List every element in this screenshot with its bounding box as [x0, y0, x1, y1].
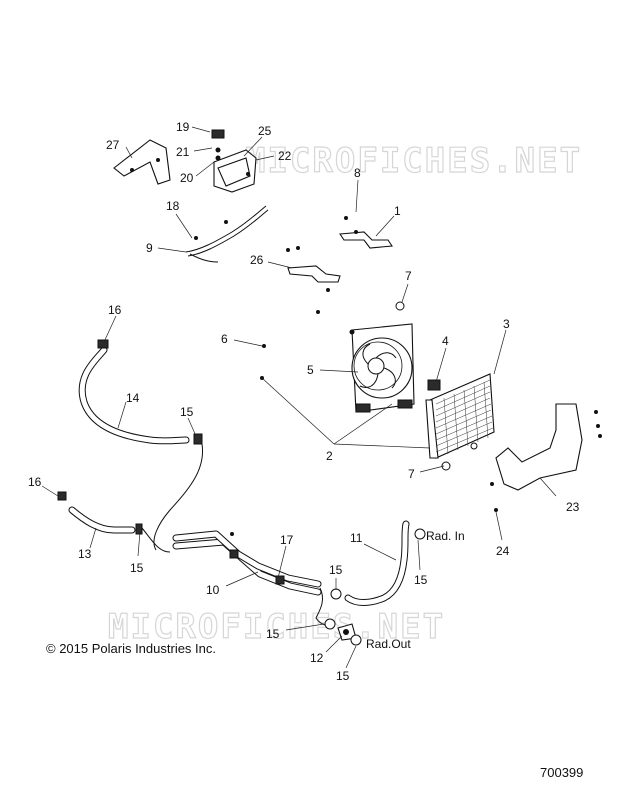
callout-16-bottom: 16	[28, 475, 42, 489]
callout-15-f: 15	[336, 669, 350, 683]
callout-15-a: 15	[180, 405, 194, 419]
clamp-16b	[57, 491, 67, 501]
callout-7-top: 7	[405, 269, 412, 283]
rad-out-label: Rad.Out	[366, 637, 411, 651]
callout-7-bottom: 7	[408, 467, 415, 481]
callout-11: 11	[350, 531, 363, 545]
screw-a	[316, 310, 320, 314]
callouts: 27 19 21 20 25 22 18 9 8 1 26 7 6 5 4 3 …	[28, 120, 580, 683]
copyright-notice: © 2015 Polaris Industries Inc.	[46, 641, 216, 656]
callout-16-top: 16	[108, 303, 122, 317]
bracket-27	[113, 139, 171, 185]
bracket-26	[286, 246, 341, 292]
hose-14	[78, 346, 190, 445]
pipe-10	[172, 530, 322, 596]
callout-26: 26	[250, 253, 264, 267]
leader-lines	[41, 126, 557, 669]
figure-number: 700399	[540, 765, 584, 780]
clamp-15e	[350, 634, 362, 646]
callout-15-c: 15	[329, 563, 343, 577]
callout-21: 21	[176, 145, 190, 159]
watermark-top: MICROFICHES.NET	[245, 141, 582, 181]
callout-24: 24	[496, 544, 510, 558]
radiator-3	[425, 373, 495, 459]
line-13-10	[141, 527, 171, 553]
nut-7b	[441, 461, 451, 471]
callout-19: 19	[176, 120, 190, 134]
deflector-23	[490, 403, 602, 512]
callout-9: 9	[146, 241, 153, 255]
clamp-15a	[193, 433, 203, 445]
clamp-15b	[135, 523, 143, 535]
callout-20: 20	[180, 171, 194, 185]
callout-8: 8	[354, 166, 361, 180]
clamp-15d	[330, 588, 342, 600]
callout-25: 25	[258, 124, 272, 138]
callout-6: 6	[221, 332, 228, 346]
coolant-bottle-25	[211, 129, 257, 193]
callout-15-b: 15	[130, 561, 144, 575]
clamp-16a	[97, 339, 109, 349]
fan-shroud-5	[349, 323, 415, 413]
callout-10: 10	[206, 583, 220, 597]
clamp-15f	[414, 528, 426, 540]
screw-6a	[262, 344, 266, 348]
nut-7a	[395, 301, 405, 311]
clamp-15c	[324, 618, 336, 630]
callout-3: 3	[503, 317, 510, 331]
callout-22: 22	[278, 149, 292, 163]
callout-15-e: 15	[266, 627, 280, 641]
watermark-bottom: MICROFICHES.NET	[108, 607, 445, 647]
callout-4: 4	[442, 334, 449, 348]
hose-13	[68, 506, 136, 534]
callout-15-d: 15	[414, 573, 428, 587]
bracket-1	[339, 216, 393, 249]
callout-18: 18	[166, 199, 180, 213]
callout-14: 14	[126, 391, 140, 405]
wire-harness-9	[185, 205, 269, 263]
rad-in-label: Rad. In	[426, 529, 465, 543]
hose-11	[344, 520, 410, 606]
bleed-line	[153, 443, 204, 551]
callout-23: 23	[566, 500, 580, 514]
callout-1: 1	[394, 204, 401, 218]
callout-5: 5	[307, 363, 314, 377]
callout-12: 12	[310, 651, 324, 665]
callout-2: 2	[326, 449, 333, 463]
callout-17: 17	[280, 533, 294, 547]
callout-13: 13	[78, 547, 92, 561]
callout-27: 27	[106, 138, 120, 152]
